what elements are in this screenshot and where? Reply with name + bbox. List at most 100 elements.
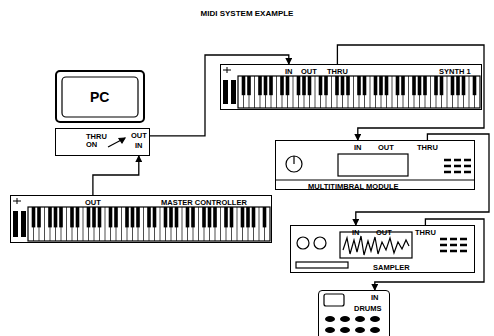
black-key <box>434 76 438 95</box>
black-key <box>186 207 190 227</box>
mod-wheel <box>21 211 26 237</box>
black-key <box>473 76 477 95</box>
black-key <box>418 76 422 95</box>
switch-lever <box>108 138 125 147</box>
master-keyboard: OUT MASTER CONTROLLER <box>10 195 272 243</box>
black-key <box>286 76 290 95</box>
black-key <box>87 207 91 227</box>
pc-monitor: PC <box>55 70 145 123</box>
white-key <box>220 207 221 241</box>
panel-line <box>276 179 474 180</box>
knob <box>286 156 302 172</box>
port-label: THRU <box>417 144 438 152</box>
black-key <box>153 207 157 227</box>
pitch-wheel <box>223 80 228 104</box>
white-key <box>331 76 332 108</box>
mod-wheel <box>231 80 236 104</box>
disk-slot <box>296 262 348 268</box>
port-label: OUT <box>85 199 101 207</box>
black-key <box>37 207 41 227</box>
white-key <box>408 76 409 108</box>
black-key <box>423 76 427 95</box>
port-label: OUT <box>131 132 147 140</box>
black-key <box>54 207 58 227</box>
black-key <box>48 207 52 227</box>
white-key <box>198 207 199 241</box>
black-key <box>280 76 284 95</box>
key-bed <box>28 207 270 241</box>
black-key <box>440 76 444 95</box>
black-key <box>76 207 80 227</box>
white-key <box>66 207 67 241</box>
white-key <box>121 207 122 241</box>
black-key <box>109 207 113 227</box>
black-key <box>335 76 339 95</box>
device-name: SAMPLER <box>373 264 410 272</box>
black-key <box>125 207 129 227</box>
black-key <box>169 207 173 227</box>
white-key <box>447 76 448 108</box>
black-key <box>396 76 400 95</box>
display <box>324 294 344 306</box>
black-key <box>92 207 96 227</box>
midi-interface: THRU ONOUTIN <box>55 128 150 156</box>
key-bed <box>238 76 480 108</box>
knob <box>314 237 326 249</box>
black-key <box>136 207 140 227</box>
black-key <box>357 76 361 95</box>
black-key <box>412 76 416 95</box>
black-key <box>297 76 301 95</box>
black-key <box>32 207 36 227</box>
black-key <box>208 207 212 227</box>
monitor-screen <box>62 77 138 117</box>
midi-cable <box>375 219 484 290</box>
black-key <box>308 76 312 95</box>
midi-cable <box>93 156 139 195</box>
black-key <box>401 76 405 95</box>
black-key <box>385 76 389 95</box>
black-key <box>70 207 74 227</box>
device-name: PC <box>90 90 109 104</box>
multitimbral-module: INOUTTHRUMULTITIMBRAL MODULE <box>275 140 475 190</box>
black-key <box>98 207 102 227</box>
black-key <box>242 76 246 95</box>
black-key <box>131 207 135 227</box>
display <box>338 154 408 176</box>
white-key <box>315 76 316 108</box>
black-key <box>374 76 378 95</box>
diagram-title: MIDI SYSTEM EXAMPLE <box>0 9 494 18</box>
sampler: INOUTTHRUSAMPLER <box>290 225 475 273</box>
black-key <box>252 207 256 227</box>
panel-mark <box>17 198 18 204</box>
black-key <box>462 76 466 95</box>
midi-cable <box>356 134 489 225</box>
port-label: IN <box>285 68 293 76</box>
white-key <box>44 207 45 241</box>
white-key <box>370 76 371 108</box>
black-key <box>379 76 383 95</box>
black-key <box>346 76 350 95</box>
device-name: MASTER CONTROLLER <box>161 199 247 207</box>
black-key <box>230 207 234 227</box>
black-key <box>213 207 217 227</box>
black-key <box>175 207 179 227</box>
black-key <box>269 76 273 95</box>
port-label: OUT <box>301 68 317 76</box>
device-name: SYNTH 1 <box>439 68 471 76</box>
black-key <box>147 207 151 227</box>
port-label: IN <box>371 294 379 302</box>
black-key <box>264 76 268 95</box>
white-key <box>160 207 161 241</box>
white-key <box>182 207 183 241</box>
black-key <box>191 207 195 227</box>
waveform <box>343 236 409 255</box>
device-name: DRUMS <box>354 305 382 313</box>
white-key <box>237 207 238 241</box>
drum-machine: IN DRUMS <box>318 290 390 336</box>
buttons <box>444 160 471 172</box>
black-key <box>302 76 306 95</box>
port-label: IN <box>352 229 360 237</box>
white-key <box>469 76 470 108</box>
